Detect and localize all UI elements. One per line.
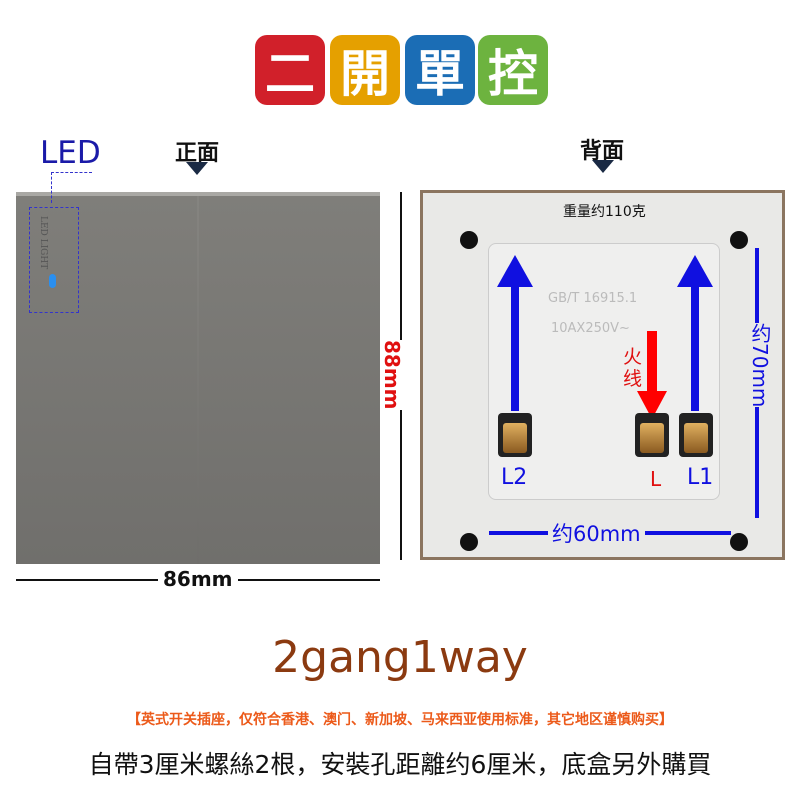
led-label: LED bbox=[40, 135, 101, 171]
switch-front-plate: LED LIGHT bbox=[16, 192, 380, 564]
arrow-up-icon bbox=[511, 281, 519, 411]
down-arrow-icon bbox=[186, 162, 208, 175]
title-tile-4: 控 bbox=[478, 35, 548, 105]
led-callout-line bbox=[51, 172, 92, 203]
front-label: 正面 bbox=[175, 141, 220, 166]
right-rocker-key bbox=[199, 196, 380, 564]
led-callout-box: LED LIGHT bbox=[29, 207, 79, 313]
width-dimension: 86mm bbox=[158, 567, 238, 591]
terminal-label-l: L bbox=[650, 467, 662, 491]
switch-back-photo: 重量约110克 GB/T 16915.1 10AX250V~ 火 线 L2 L … bbox=[420, 190, 785, 560]
region-notice: 【英式开关插座，仅符合香港、澳门、新加坡、马来西亚使用标准，其它地区谨慎购买】 bbox=[127, 712, 673, 728]
back-label: 背面 bbox=[580, 139, 625, 164]
title-tile-3: 單 bbox=[405, 35, 475, 105]
product-name: 2gang1way bbox=[272, 632, 528, 683]
weight-text: 重量约110克 bbox=[563, 204, 646, 220]
title-tile-1: 二 bbox=[255, 35, 325, 105]
left-rocker-key bbox=[16, 196, 197, 564]
terminal-label-l1: L1 bbox=[687, 465, 714, 490]
terminal-l2 bbox=[498, 413, 532, 457]
terminal-l1 bbox=[679, 413, 713, 457]
mold-text-standard: GB/T 16915.1 bbox=[548, 291, 638, 306]
live-wire-label: 火 线 bbox=[623, 346, 643, 390]
installation-note: 自帶3厘米螺絲2根，安裝孔距離约6厘米，底盒另外購買 bbox=[88, 750, 712, 779]
height-70-dimension: 约70mm bbox=[746, 323, 775, 408]
terminal-l bbox=[635, 413, 669, 457]
width-60-dimension: 约60mm bbox=[548, 518, 645, 548]
down-arrow-icon bbox=[592, 160, 614, 173]
height-dimension: 88mm bbox=[380, 340, 404, 410]
title-tile-2: 開 bbox=[330, 35, 400, 105]
led-indicator bbox=[49, 274, 56, 288]
mold-text-rating: 10AX250V~ bbox=[551, 321, 630, 336]
terminal-label-l2: L2 bbox=[501, 465, 528, 490]
arrow-down-icon bbox=[647, 331, 657, 391]
led-light-text: LED LIGHT bbox=[38, 216, 48, 270]
arrow-up-icon bbox=[691, 281, 699, 411]
